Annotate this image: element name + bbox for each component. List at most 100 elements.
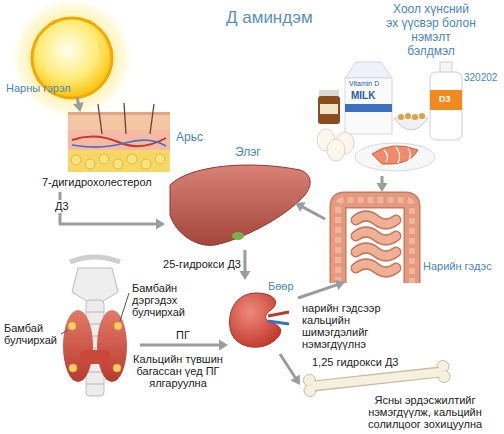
connector-line <box>243 250 246 272</box>
kidney-figure-part <box>268 321 289 324</box>
food-figure <box>317 62 462 171</box>
arrow-head <box>376 183 387 192</box>
food-figure-part <box>320 104 338 114</box>
thyroid-figure-part <box>120 293 129 321</box>
organ-node: Нарийн гэдэс <box>325 192 504 282</box>
organ-node: Бамбай булчирхайБамбайн дэргэдэх булчирх… <box>0 252 140 400</box>
skin-figure-part <box>68 150 170 172</box>
callout-label: D3 <box>439 94 451 105</box>
node-label: Бамбайн дэргэдэх булчирхай <box>132 282 206 318</box>
connector-line <box>140 343 220 346</box>
arrow-head <box>219 339 228 350</box>
connector-line <box>302 207 325 219</box>
thyroid-figure-part <box>70 257 120 262</box>
connector-arrow <box>239 250 250 280</box>
thyroid-figure-part <box>68 322 76 330</box>
arrow-head <box>73 102 84 112</box>
connector-line <box>77 97 79 104</box>
node-label: 7-дигидрохолестерол <box>42 176 152 189</box>
skin-figure <box>68 103 170 172</box>
liver-figure <box>170 165 310 245</box>
liver-figure-part <box>170 165 310 245</box>
sun-figure <box>10 0 134 120</box>
organ-node: Арьс7-дигидрохолестерол <box>40 112 215 192</box>
food-figure-part <box>345 104 392 112</box>
liver-figure-part <box>232 232 244 240</box>
connector-arrow <box>295 202 325 219</box>
skin-figure-part <box>68 112 170 115</box>
food-figure-part <box>430 72 462 140</box>
edge-label: ПГ <box>176 329 190 342</box>
arrow-head <box>290 374 300 385</box>
skin-figure-part <box>127 154 137 164</box>
node-label: Элэг <box>235 145 261 159</box>
organ-node: Бөөр <box>228 280 298 354</box>
skin-figure-part <box>71 155 81 165</box>
food-figure-part <box>405 113 411 119</box>
skin-figure-part <box>68 130 170 150</box>
skin-figure-part <box>99 154 109 164</box>
connector-line <box>280 354 296 378</box>
skin-figure-part <box>155 154 165 164</box>
skin-figure-part <box>72 140 166 147</box>
food-figure-part <box>412 114 418 120</box>
node-label: Нарны гэрэл <box>6 82 71 95</box>
connector-line <box>60 192 157 224</box>
edge-label: 1,25 гидрокси Д3 <box>312 356 398 369</box>
intestine-figure-part <box>338 200 412 283</box>
intestine-figure-part <box>338 200 412 283</box>
skin-figure-part <box>141 159 151 169</box>
callout-label: Vitamin D <box>349 80 379 88</box>
skin-figure-part <box>72 136 166 146</box>
arrow-head <box>335 280 345 290</box>
connector-arrow <box>376 176 387 192</box>
organ-node: Элэг <box>165 145 295 250</box>
node-label: Хоол хүнсний эх үүсвэр болон нэмэлт бэлд… <box>386 2 476 58</box>
bone-figure-part <box>439 362 448 371</box>
food-figure-part <box>345 62 392 78</box>
node-label: Ясны эрдэсжилтийг нэмэгдүүлж, кальцийн с… <box>352 394 498 430</box>
skin-figure-part <box>98 104 102 134</box>
sun-figure-part <box>10 0 134 120</box>
node-label: Бөөр <box>268 280 294 293</box>
skin-figure-part <box>124 103 126 134</box>
callout-label: 320202 <box>464 72 497 84</box>
food-figure-part <box>372 146 418 164</box>
thyroid-figure-part <box>63 310 93 382</box>
arrow-head <box>156 218 165 229</box>
thyroid-figure-part <box>80 350 110 364</box>
thyroid-figure-part <box>114 322 122 330</box>
bone-figure-part <box>312 372 442 386</box>
food-figure-part <box>318 96 340 124</box>
connector-arrow <box>140 339 228 350</box>
edge-label: Д3 <box>53 200 71 213</box>
kidney-figure <box>230 293 289 347</box>
food-figure-part <box>384 147 410 163</box>
thyroid-figure-part <box>61 330 68 334</box>
skin-figure-part <box>85 159 95 169</box>
intestine-figure-part <box>338 200 412 283</box>
connector-line <box>298 285 338 298</box>
thyroid-figure-part <box>113 364 121 372</box>
kidney-figure-part <box>268 312 289 316</box>
skin-figure-part <box>68 112 170 130</box>
food-figure-part <box>327 139 345 161</box>
skin-figure-part <box>113 159 123 169</box>
diagram-title: Д аминдэм <box>226 8 313 28</box>
edge-label: нарийн гэдсээр кальцийн шимэгдэлийг нэмэ… <box>302 302 397 350</box>
organ-node: Ясны эрдэсжилтийг нэмэгдүүлж, кальцийн с… <box>300 370 504 434</box>
connector-line <box>381 176 384 184</box>
intestine-figure-part <box>356 216 396 272</box>
food-figure-part <box>345 78 392 134</box>
node-label: Бамбай булчирхай <box>4 322 64 346</box>
arrow-head <box>239 271 250 280</box>
food-figure-part <box>394 118 428 130</box>
node-label: Нарийн гэдэс <box>423 260 492 273</box>
bone-figure-part <box>440 372 449 381</box>
food-figure-part <box>430 90 462 110</box>
organ-node: Хоол хүнсний эх үүсвэр болон нэмэлт бэлд… <box>300 0 504 176</box>
food-figure-part <box>419 113 425 119</box>
